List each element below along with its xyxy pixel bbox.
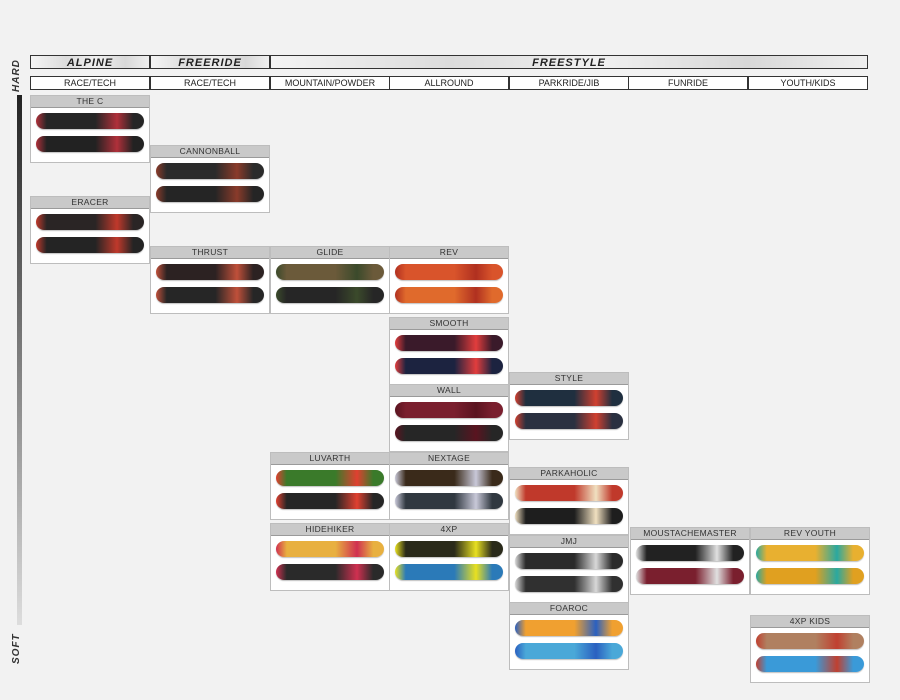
board-base-image	[636, 568, 744, 584]
board-name: PARKAHOLIC	[510, 468, 628, 480]
board-name: WALL	[390, 385, 508, 397]
board-top-image	[395, 402, 503, 418]
subcategory-youth: YOUTH/KIDS	[748, 76, 868, 90]
board-base-image	[395, 564, 503, 580]
board-card[interactable]: REV YOUTH	[750, 527, 870, 595]
board-base-image	[756, 656, 864, 672]
board-name: SMOOTH	[390, 318, 508, 330]
board-top-image	[36, 214, 144, 230]
board-name: JMJ	[510, 536, 628, 548]
board-base-image	[515, 508, 623, 524]
board-card[interactable]: PARKAHOLIC	[509, 467, 629, 535]
board-card[interactable]: LUVARTH	[270, 452, 390, 520]
subcategory-funride: FUNRIDE	[628, 76, 748, 90]
board-base-image	[276, 564, 384, 580]
subcategory-allround: ALLROUND	[389, 76, 509, 90]
board-top-image	[395, 541, 503, 557]
board-base-image	[156, 287, 264, 303]
board-name: THRUST	[151, 247, 269, 259]
board-base-image	[395, 425, 503, 441]
board-top-image	[756, 545, 864, 561]
board-base-image	[515, 576, 623, 592]
board-top-image	[276, 264, 384, 280]
board-card[interactable]: GLIDE	[270, 246, 390, 314]
board-name: NEXTAGE	[390, 453, 508, 465]
board-base-image	[395, 287, 503, 303]
board-base-image	[515, 413, 623, 429]
board-name: 4XP	[390, 524, 508, 536]
board-base-image	[36, 237, 144, 253]
board-base-image	[395, 493, 503, 509]
board-card[interactable]: REV	[389, 246, 509, 314]
subcategory-alpine-race: RACE/TECH	[30, 76, 150, 90]
board-base-image	[276, 287, 384, 303]
board-name: MOUSTACHEMASTER	[631, 528, 749, 540]
board-base-image	[756, 568, 864, 584]
board-base-image	[156, 186, 264, 202]
board-card[interactable]: FOAROC	[509, 602, 629, 670]
board-top-image	[276, 541, 384, 557]
board-name: STYLE	[510, 373, 628, 385]
board-top-image	[395, 264, 503, 280]
board-name: REV	[390, 247, 508, 259]
board-top-image	[515, 485, 623, 501]
subcategory-parkride: PARKRIDE/JIB	[509, 76, 629, 90]
board-card[interactable]: SMOOTH	[389, 317, 509, 385]
board-top-image	[395, 470, 503, 486]
board-top-image	[395, 335, 503, 351]
board-top-image	[156, 264, 264, 280]
board-card[interactable]: MOUSTACHEMASTER	[630, 527, 750, 595]
board-base-image	[395, 358, 503, 374]
board-card[interactable]: STYLE	[509, 372, 629, 440]
board-top-image	[515, 390, 623, 406]
board-name: HIDEHIKER	[271, 524, 389, 536]
board-name: CANNONBALL	[151, 146, 269, 158]
board-base-image	[276, 493, 384, 509]
board-top-image	[515, 620, 623, 636]
board-card[interactable]: THRUST	[150, 246, 270, 314]
subcategory-freeride-race: RACE/TECH	[150, 76, 270, 90]
board-base-image	[36, 136, 144, 152]
subcategory-mountain: MOUNTAIN/POWDER	[270, 76, 390, 90]
board-base-image	[515, 643, 623, 659]
board-name: GLIDE	[271, 247, 389, 259]
board-name: THE C	[31, 96, 149, 108]
board-top-image	[156, 163, 264, 179]
board-card[interactable]: JMJ	[509, 535, 629, 603]
board-top-image	[636, 545, 744, 561]
board-card[interactable]: 4XP KIDS	[750, 615, 870, 683]
board-card[interactable]: CANNONBALL	[150, 145, 270, 213]
board-card[interactable]: ERACER	[30, 196, 150, 264]
soft-label: SOFT	[11, 633, 22, 664]
board-name: ERACER	[31, 197, 149, 209]
board-top-image	[756, 633, 864, 649]
board-name: REV YOUTH	[751, 528, 869, 540]
board-name: LUVARTH	[271, 453, 389, 465]
hard-label: HARD	[11, 59, 22, 92]
board-top-image	[276, 470, 384, 486]
category-freestyle: FREESTYLE	[270, 55, 868, 69]
board-card[interactable]: NEXTAGE	[389, 452, 509, 520]
board-card[interactable]: THE C	[30, 95, 150, 163]
category-alpine: ALPINE	[30, 55, 150, 69]
board-name: FOAROC	[510, 603, 628, 615]
board-card[interactable]: HIDEHIKER	[270, 523, 390, 591]
category-freeride: FREERIDE	[150, 55, 270, 69]
board-top-image	[36, 113, 144, 129]
board-top-image	[515, 553, 623, 569]
stiffness-axis	[17, 95, 22, 625]
board-name: 4XP KIDS	[751, 616, 869, 628]
board-card[interactable]: 4XP	[389, 523, 509, 591]
board-card[interactable]: WALL	[389, 384, 509, 452]
